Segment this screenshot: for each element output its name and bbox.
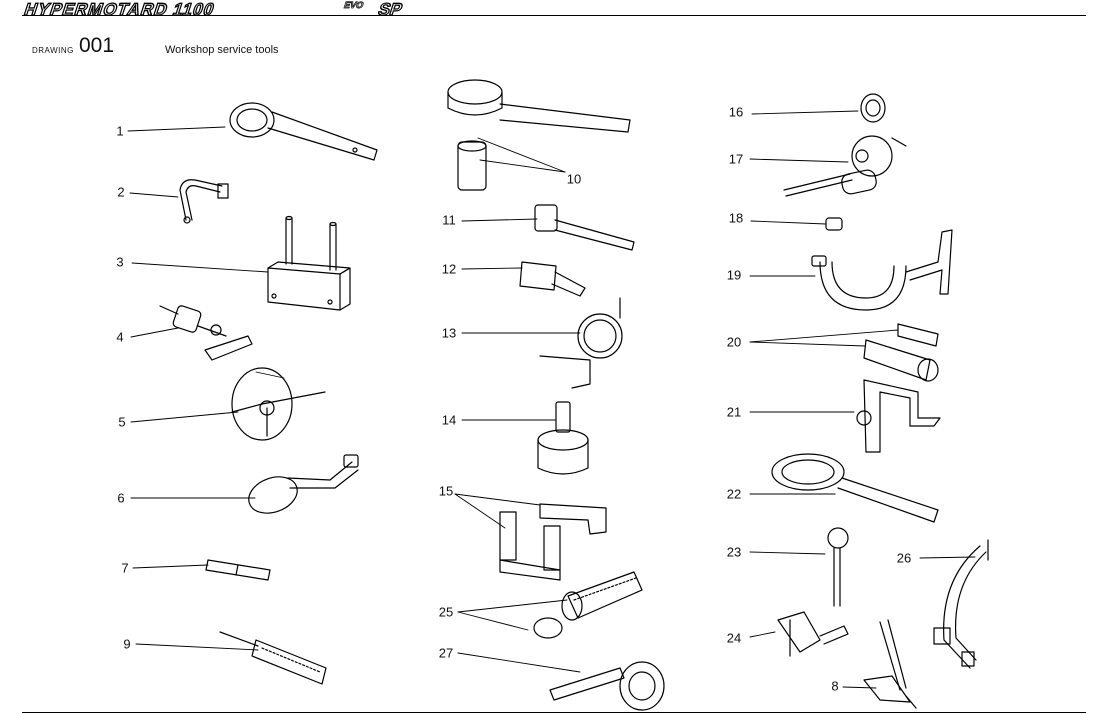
tool-26-illustration: [933, 539, 989, 669]
callout-15: 15: [438, 483, 454, 499]
tool-12-illustration: [519, 261, 586, 297]
callout-8: 8: [831, 678, 839, 694]
tool-23-illustration: [827, 527, 849, 607]
callout-12: 12: [441, 261, 457, 277]
tool-10-illustration: [447, 79, 631, 191]
tool-22-illustration: [771, 453, 939, 523]
tool-27-illustration: [549, 661, 665, 711]
brand-logo: HYPERMOTARD 1100 EVO SP: [22, 0, 406, 18]
svg-text:SP: SP: [376, 0, 405, 18]
callout-7: 7: [121, 560, 129, 576]
tool-17-illustration: [783, 135, 907, 197]
callout-19: 19: [726, 267, 742, 283]
footer-rule: [22, 712, 1086, 713]
callout-21: 21: [726, 404, 742, 420]
tool-25-illustration: [533, 571, 643, 639]
callout-11: 11: [442, 212, 456, 228]
tool-13-illustration: [539, 297, 623, 389]
tool-19-illustration: [811, 229, 953, 311]
tool-21-illustration: [856, 379, 941, 453]
callout-4: 4: [116, 329, 124, 345]
callout-10: 10: [566, 171, 582, 187]
tool-8-illustration: [863, 619, 917, 709]
callout-17: 17: [728, 151, 744, 167]
callout-26: 26: [896, 550, 912, 566]
svg-text:HYPERMOTARD 1100: HYPERMOTARD 1100: [22, 0, 218, 18]
callout-25: 25: [438, 604, 454, 620]
callout-1: 1: [116, 123, 124, 139]
tool-1-illustration: [229, 102, 378, 161]
tool-18-illustration: [825, 217, 843, 231]
tool-16-illustration: [860, 93, 886, 123]
tool-15-illustration: [499, 503, 607, 581]
callout-13: 13: [441, 325, 457, 341]
callout-27: 27: [438, 645, 454, 661]
tool-4-illustration: [159, 305, 253, 361]
drawing-label: DRAWING: [32, 46, 74, 55]
callout-3: 3: [116, 254, 124, 270]
callout-16: 16: [728, 104, 744, 120]
tool-24-illustration: [777, 611, 849, 657]
drawing-number: 001: [79, 34, 115, 57]
callout-24: 24: [726, 630, 742, 646]
tool-3-illustration: [267, 215, 351, 311]
tool-14-illustration: [537, 401, 589, 475]
callout-23: 23: [726, 544, 742, 560]
callout-2: 2: [117, 184, 125, 200]
callout-6: 6: [117, 490, 125, 506]
tool-9-illustration: [219, 631, 327, 685]
leader-lines: [127, 110, 976, 689]
callout-20: 20: [726, 334, 742, 350]
callout-22: 22: [726, 486, 742, 502]
callout-9: 9: [123, 636, 131, 652]
tool-20-illustration: [863, 323, 939, 382]
tool-7-illustration: [205, 559, 271, 581]
svg-text:EVO: EVO: [343, 0, 365, 10]
callout-5: 5: [118, 414, 126, 430]
callout-14: 14: [441, 412, 457, 428]
header-rule: [22, 15, 1086, 16]
tool-6-illustration: [248, 454, 359, 514]
drawing-title: Workshop service tools: [165, 44, 279, 56]
tool-5-illustration: [231, 367, 326, 441]
tool-11-illustration: [534, 204, 635, 251]
tool-2-illustration: [179, 179, 229, 224]
callout-18: 18: [728, 210, 744, 226]
